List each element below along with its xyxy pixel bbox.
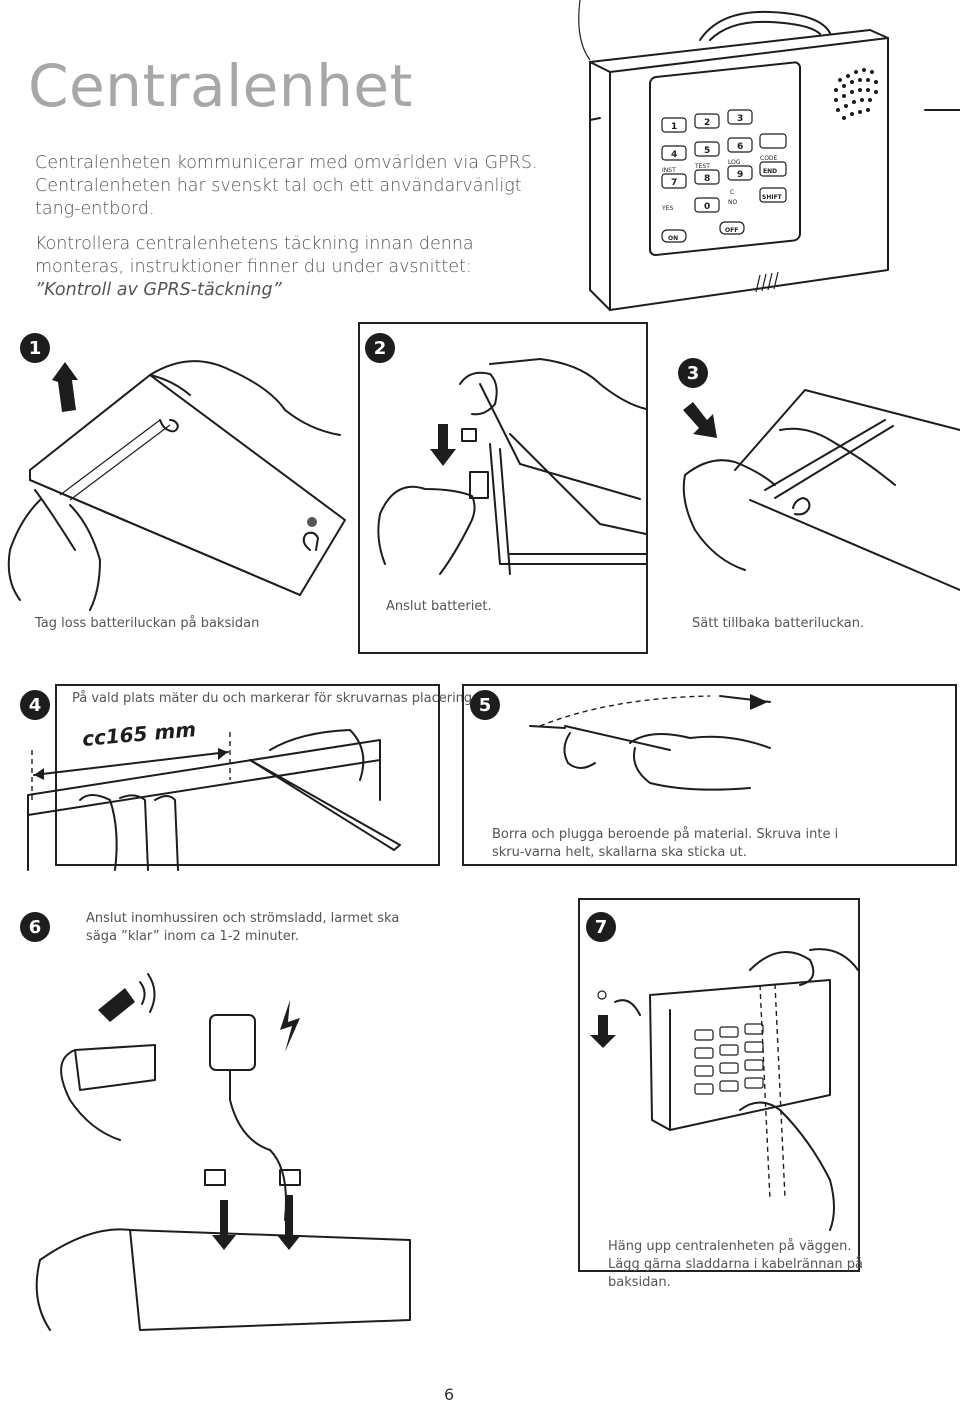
step-3-number: 3 — [678, 358, 708, 388]
step-4-number: 4 — [20, 690, 50, 720]
key-6: 6 — [737, 142, 743, 152]
key-2: 2 — [704, 118, 710, 128]
key-7: 7 — [671, 178, 677, 188]
step-5-box — [462, 684, 957, 866]
step-6-illustration — [35, 973, 411, 1331]
label-log: LOG — [728, 159, 741, 166]
step-1-illustration — [7, 360, 346, 611]
central-unit-illustration: 1 2 3 4 5 6 7 8 9 0 END SHIFT ON OFF INS… — [578, 0, 960, 311]
key-end: END — [763, 168, 777, 175]
step-2-caption: Anslut batteriet. — [386, 599, 492, 614]
intro-line-3: Kontrollera centralenhetens täckning inn… — [35, 234, 474, 277]
step-2-box — [358, 322, 648, 654]
step-5-caption: Borra och plugga beroende på material. S… — [492, 827, 839, 860]
intro-line-4: ”Kontroll av GPRS-täckning” — [35, 280, 282, 300]
intro-line-1: Centralenheten kommunicerar med omvärlde… — [35, 153, 538, 173]
step-2-number: 2 — [365, 333, 395, 363]
step-5-illustration — [529, 694, 771, 791]
step-3-illustration — [682, 389, 960, 591]
intro-text: Centralenheten kommunicerar med omvärlde… — [35, 152, 565, 314]
step-7-caption: Häng upp centralenheten på väggen. Lägg … — [608, 1239, 864, 1290]
step-6-number: 6 — [20, 912, 50, 942]
label-c: C — [730, 189, 734, 196]
key-9: 9 — [737, 170, 743, 180]
label-inst: INST — [662, 167, 676, 174]
step-2-illustration — [377, 358, 647, 575]
key-4: 4 — [671, 150, 677, 160]
key-on: ON — [668, 235, 678, 242]
step-6-caption: Anslut inomhussiren och strömsladd, larm… — [86, 911, 400, 944]
label-test: TEST — [694, 163, 710, 170]
power-icon — [280, 1000, 300, 1052]
step-3-caption: Sätt tillbaka batteriluckan. — [692, 616, 865, 631]
step-4-illustration — [27, 729, 401, 871]
siren-icon — [98, 988, 135, 1022]
page-number: 6 — [444, 1385, 455, 1404]
key-8: 8 — [704, 174, 710, 184]
step-1-number: 1 — [20, 333, 50, 363]
key-1: 1 — [671, 122, 677, 132]
key-5: 5 — [704, 146, 710, 156]
step-1-caption: Tag loss batteriluckan på baksidan — [35, 616, 260, 631]
key-off: OFF — [725, 227, 738, 234]
intro-line-2: Centralenheten har svenskt tal och ett a… — [35, 176, 522, 219]
step-7-number: 7 — [586, 912, 616, 942]
label-no: NO — [728, 199, 737, 206]
step-7-illustration — [590, 948, 859, 1231]
key-shift: SHIFT — [762, 194, 783, 201]
step-5-number: 5 — [470, 690, 500, 720]
label-yes: YES — [661, 205, 673, 212]
key-3: 3 — [737, 114, 743, 124]
page-title: Centralenhet — [28, 52, 413, 120]
key-0: 0 — [704, 202, 710, 212]
step-7-box — [578, 898, 860, 1272]
label-code: CODE — [760, 155, 778, 162]
step-4-caption: På vald plats mäter du och markerar för … — [72, 691, 477, 706]
step-4-box — [55, 684, 440, 866]
